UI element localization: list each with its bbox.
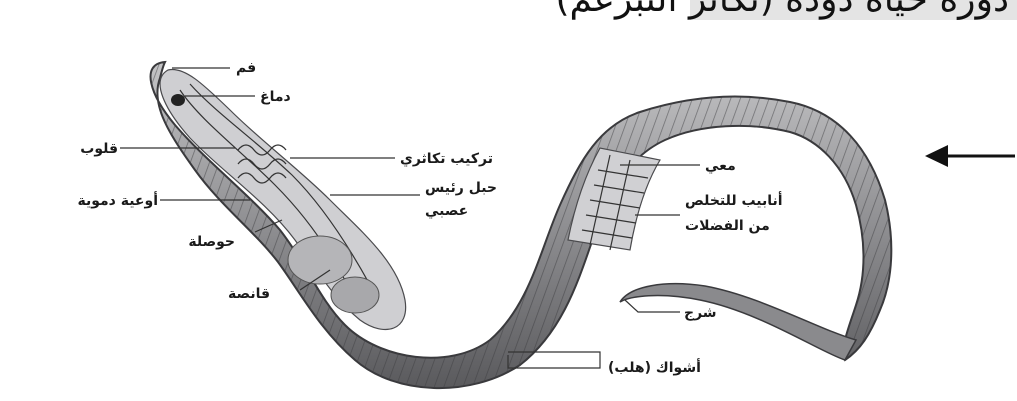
label-nerve-cord-line1: حبل رئيس <box>425 180 497 196</box>
label-crop: حوصلة <box>188 234 235 250</box>
worm-body <box>151 62 892 388</box>
label-nerve-cord-line2: عصبي <box>425 203 468 219</box>
label-blood-vessels: أوعية دموية <box>77 191 158 209</box>
label-mouth: فم <box>236 60 256 76</box>
label-gizzard: قانصة <box>228 286 270 302</box>
label-nephridia-line1: أنابيب للتخلص <box>685 191 783 209</box>
label-reproductive-structure: تركيب تكاثري <box>400 151 493 168</box>
worm-tail <box>620 284 856 360</box>
label-intestine: معي <box>705 158 736 174</box>
label-setae: أشواك (هلب) <box>608 358 701 376</box>
label-nephridia-line2: من الفضلات <box>685 218 770 234</box>
label-hearts: قلوب <box>80 141 118 157</box>
left-arrow-icon <box>925 145 1015 167</box>
label-brain: دماغ <box>260 89 291 105</box>
label-anus: شرج <box>684 305 717 321</box>
